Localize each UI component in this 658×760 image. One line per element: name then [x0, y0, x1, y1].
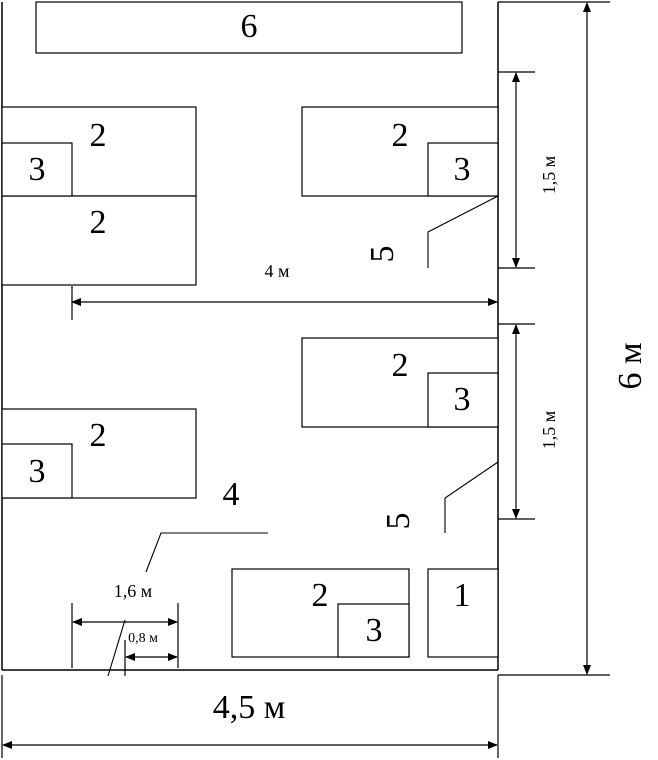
- desk-label-right-top: 2: [392, 117, 409, 154]
- room-width-label: 4,5 м: [213, 689, 286, 726]
- chair-right-middle: [427, 372, 499, 428]
- desk-label-right-middle: 2: [392, 347, 409, 384]
- aisle-leader-tail: [107, 619, 126, 677]
- door-panel-label: 6: [241, 8, 258, 45]
- passage-label-top: 5: [364, 246, 401, 263]
- window-box: [427, 568, 499, 658]
- passage-label-bottom: 5: [380, 513, 417, 530]
- passage-leader-top: [427, 195, 499, 268]
- chair-label-right-top: 3: [454, 151, 471, 188]
- aisle-label: 4: [223, 476, 240, 513]
- row-spacing-bottom-label: 1,5 м: [539, 411, 559, 449]
- aisle-leader: [145, 532, 268, 573]
- chair-right-top: [427, 142, 499, 197]
- desk-left-top-2: [1, 195, 197, 286]
- desk-label-teacher: 2: [312, 577, 329, 614]
- gap-width-label: 0,8 м: [128, 631, 158, 646]
- desk-label-left-middle: 2: [90, 417, 107, 454]
- chair-left-top: [1, 142, 73, 197]
- chair-left-middle: [1, 443, 73, 499]
- passage-leader-bottom: [444, 461, 499, 533]
- room-length-label: 6 м: [612, 342, 649, 389]
- desk-label-left-top-1: 2: [90, 117, 107, 154]
- door-panel-box: [35, 1, 463, 54]
- desk-label-left-top-2: 2: [90, 204, 107, 241]
- chair-label-left-top: 3: [29, 151, 46, 188]
- chair-label-left-middle: 3: [29, 453, 46, 490]
- table-span-label: 4 м: [265, 261, 290, 281]
- aisle-width-label: 1,6 м: [114, 581, 152, 601]
- chair-label-teacher: 3: [366, 612, 383, 649]
- chair-teacher: [337, 603, 410, 658]
- row-spacing-top-label: 1,5 м: [539, 156, 559, 194]
- chair-label-right-middle: 3: [454, 381, 471, 418]
- window-label: 1: [454, 577, 471, 614]
